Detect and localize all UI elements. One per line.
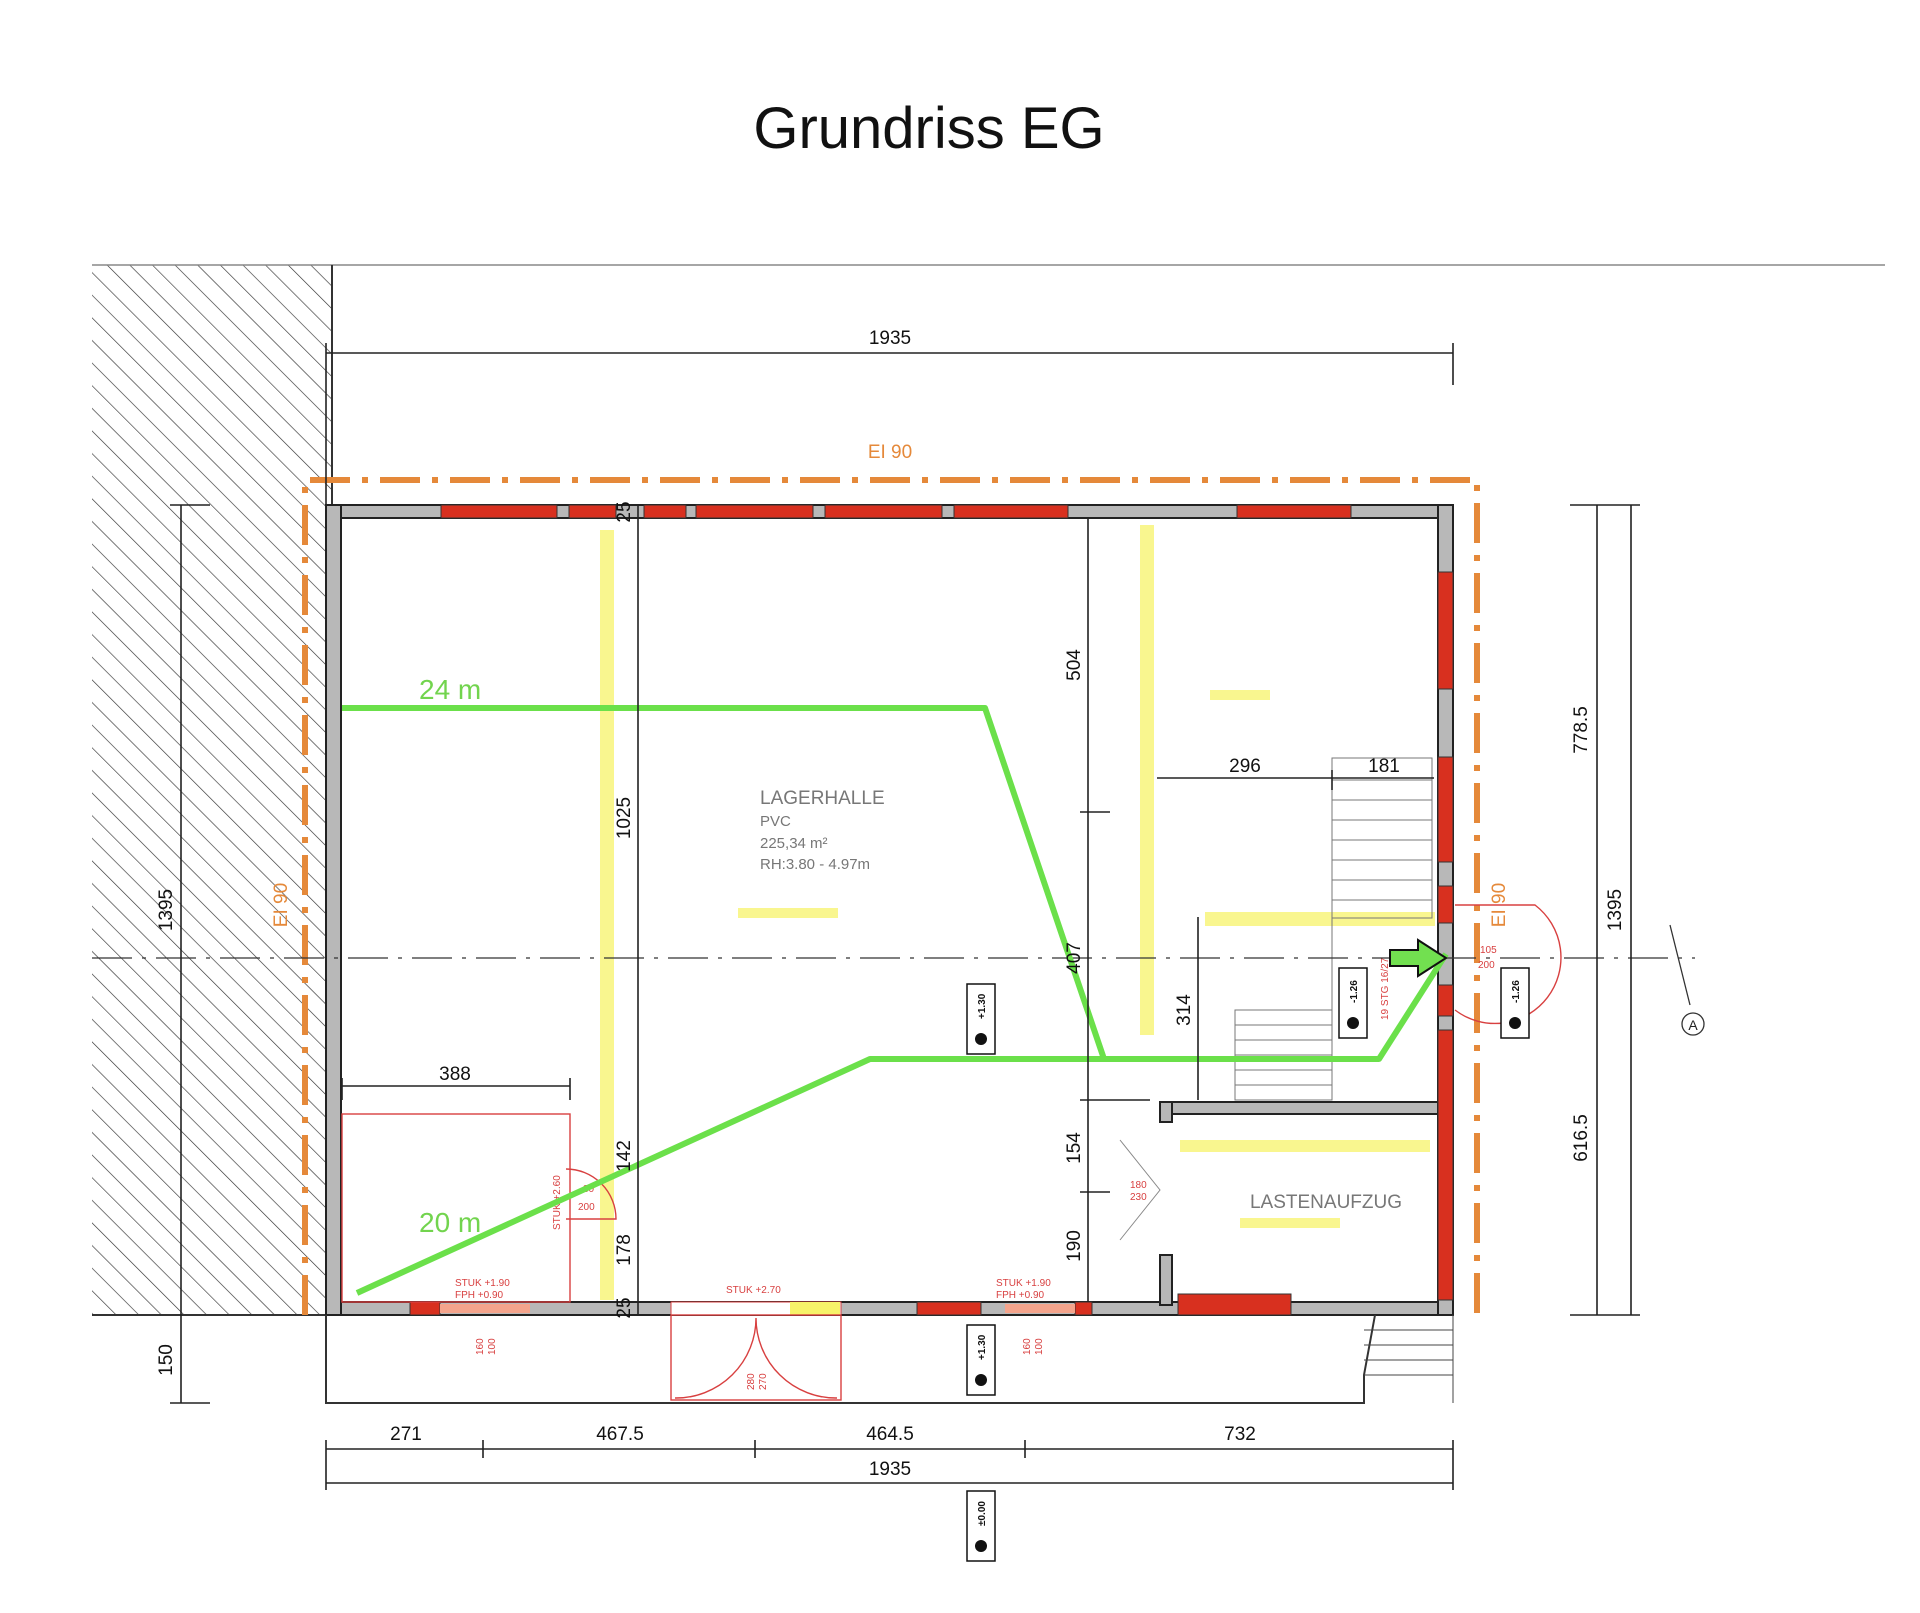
svg-text:464.5: 464.5 [866, 1424, 914, 1445]
lift-door [1119, 1139, 1161, 1241]
fire-rating-top: EI 90 [868, 442, 912, 463]
neighbour-building-hatch [92, 265, 332, 1315]
svg-text:142: 142 [614, 1140, 635, 1172]
windows [409, 504, 1454, 1316]
svg-text:105: 105 [1480, 945, 1497, 956]
svg-text:270: 270 [758, 1373, 769, 1390]
plan-title: Grundriss EG [753, 96, 1104, 161]
svg-text:200: 200 [1478, 960, 1495, 971]
svg-text:19 STG 16/27: 19 STG 16/27 [1380, 957, 1391, 1020]
svg-text:STUK +2.70: STUK +2.70 [726, 1285, 781, 1296]
small-room-outline [341, 1113, 571, 1303]
svg-text:388: 388 [439, 1064, 471, 1085]
svg-text:180: 180 [1130, 1180, 1147, 1191]
svg-text:150: 150 [156, 1344, 177, 1376]
svg-text:230: 230 [1130, 1192, 1147, 1203]
svg-text:25: 25 [614, 501, 635, 522]
elevation-marker: -1.26 [1500, 967, 1530, 1039]
svg-text:100: 100 [487, 1338, 498, 1355]
svg-text:160: 160 [1022, 1338, 1033, 1355]
svg-text:407: 407 [1064, 942, 1085, 974]
elevation-marker: ±0.00 [966, 1490, 996, 1562]
porch-outline [325, 1314, 1376, 1404]
svg-text:1025: 1025 [614, 797, 635, 839]
svg-text:616.5: 616.5 [1571, 1114, 1592, 1162]
svg-text:1935: 1935 [869, 328, 911, 349]
svg-text:FPH +0.90: FPH +0.90 [996, 1290, 1045, 1301]
svg-text:±0.00: ±0.00 [977, 1501, 988, 1526]
svg-text:+1.30: +1.30 [977, 1334, 988, 1360]
main-entrance-door: 280 270 STUK +2.70 [670, 1285, 842, 1401]
svg-text:200: 200 [578, 1202, 595, 1213]
svg-text:271: 271 [390, 1424, 422, 1445]
svg-text:732: 732 [1224, 1424, 1256, 1445]
room-label-lagerhalle: LAGERHALLE PVC 225,34 m² RH:3.80 - 4.97m [760, 788, 885, 873]
section-marker [1681, 1012, 1705, 1036]
svg-text:225,34 m²: 225,34 m² [760, 835, 828, 852]
interior-stairs [1234, 757, 1433, 1101]
svg-text:STUK +1.90: STUK +1.90 [996, 1278, 1051, 1289]
svg-text:100: 100 [1034, 1338, 1045, 1355]
escape-route-20m-label: 20 m [419, 1207, 481, 1238]
svg-text:314: 314 [1174, 994, 1195, 1026]
svg-text:1395: 1395 [1605, 889, 1626, 931]
svg-text:LAGERHALLE: LAGERHALLE [760, 788, 885, 809]
elevation-marker: +1.30 [966, 1324, 996, 1396]
svg-text:154: 154 [1064, 1132, 1085, 1164]
svg-text:25: 25 [614, 1297, 635, 1318]
escape-route-20m [355, 1056, 1104, 1296]
yellow-markings [600, 525, 1435, 1300]
svg-text:160: 160 [475, 1338, 486, 1355]
svg-text:280: 280 [746, 1373, 757, 1390]
svg-text:A: A [1688, 1017, 1698, 1033]
svg-text:467.5: 467.5 [596, 1424, 644, 1445]
svg-text:FPH +0.90: FPH +0.90 [455, 1290, 504, 1301]
svg-text:296: 296 [1229, 756, 1261, 777]
exterior-stairs [1364, 1315, 1454, 1403]
elevation-marker: +1.30 [966, 983, 996, 1055]
fire-compartment-boundary [302, 477, 1480, 1315]
svg-text:RH:3.80 - 4.97m: RH:3.80 - 4.97m [760, 856, 870, 873]
dimensions: 1935 271 467.5 464.5 732 1935 1395 150 7… [156, 328, 1640, 1490]
svg-text:778.5: 778.5 [1571, 706, 1592, 754]
svg-text:PVC: PVC [760, 813, 791, 830]
svg-text:1395: 1395 [156, 889, 177, 931]
svg-text:504: 504 [1064, 649, 1085, 681]
svg-text:-1.26: -1.26 [1511, 980, 1522, 1003]
svg-text:+1.30: +1.30 [977, 993, 988, 1019]
escape-route-24m [342, 705, 1449, 1062]
svg-text:1935: 1935 [869, 1459, 911, 1480]
exit-arrow-icon [1389, 938, 1448, 978]
elevation-marker: -1.26 [1338, 967, 1368, 1039]
svg-text:-1.26: -1.26 [1349, 980, 1360, 1003]
svg-text:STUK +1.90: STUK +1.90 [455, 1278, 510, 1289]
lift-room-label: LASTENAUFZUG [1250, 1192, 1402, 1213]
svg-text:178: 178 [614, 1234, 635, 1266]
escape-route-24m-label: 24 m [419, 674, 481, 705]
svg-text:190: 190 [1064, 1230, 1085, 1262]
svg-text:181: 181 [1368, 756, 1400, 777]
fire-rating-left: EI 90 [271, 883, 292, 927]
